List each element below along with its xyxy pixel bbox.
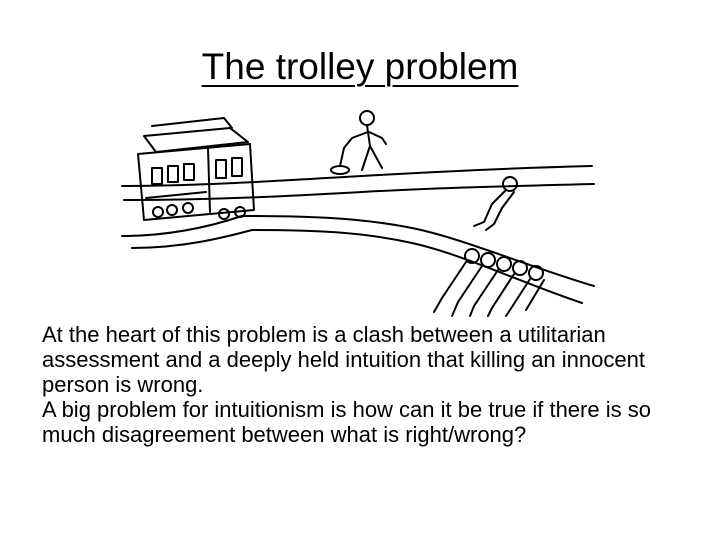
lever-person-icon bbox=[330, 110, 387, 175]
trolley-icon bbox=[137, 117, 255, 221]
trolley-problem-illustration bbox=[121, 110, 595, 317]
body-text: At the heart of this problem is a clash … bbox=[42, 322, 692, 447]
five-people-icon bbox=[433, 248, 545, 317]
paragraph-2: A big problem for intuitionism is how ca… bbox=[42, 397, 651, 447]
paragraph-1: At the heart of this problem is a clash … bbox=[42, 322, 645, 397]
single-person-icon bbox=[473, 176, 518, 231]
track-branch bbox=[241, 215, 595, 304]
track-lower bbox=[121, 215, 253, 249]
slide-title: The trolley problem bbox=[201, 46, 519, 87]
track-main bbox=[121, 165, 595, 201]
